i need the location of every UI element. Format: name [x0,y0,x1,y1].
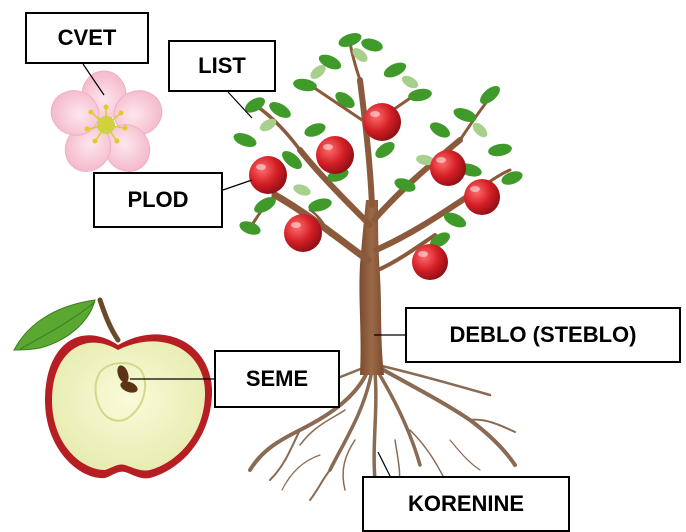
apple-6 [284,214,322,252]
apple-4 [430,150,466,186]
label-plod: PLOD [93,172,223,228]
apple-flower [45,71,168,180]
leader-korenine [378,452,390,476]
apple-1 [363,103,401,141]
apple-5 [464,179,500,215]
apple-3 [249,156,287,194]
apple-2 [316,136,354,174]
apple-cross-section [14,300,212,478]
label-seme: SEME [214,350,340,408]
apple-7 [412,244,448,280]
label-korenine: KORENINE [362,476,570,532]
leader-plod [223,180,252,190]
label-list: LIST [168,40,276,92]
label-deblo-steblo: DEBLO (STEBLO) [405,307,681,363]
label-cvet: CVET [25,12,149,64]
